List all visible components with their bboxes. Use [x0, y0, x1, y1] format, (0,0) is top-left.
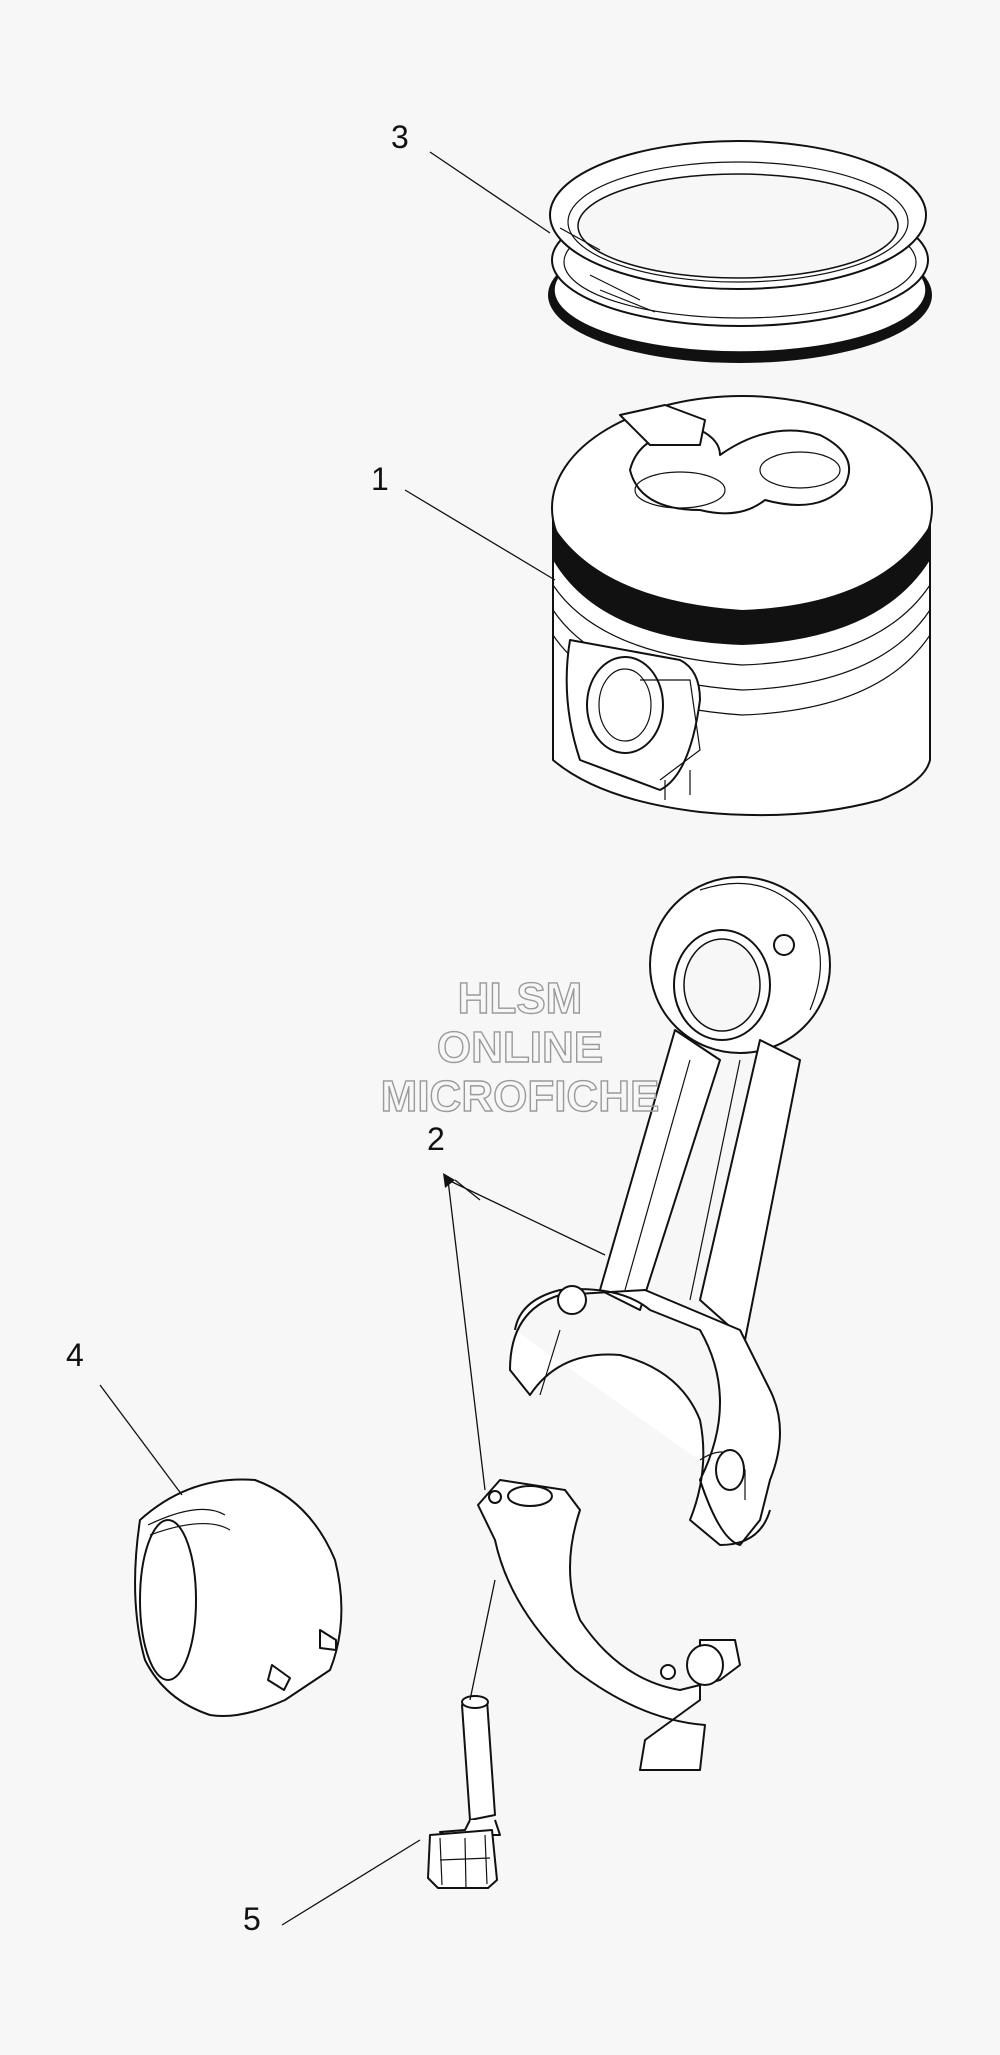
- bearing-shell[interactable]: [134, 1478, 343, 1717]
- piston-ring-set[interactable]: [548, 140, 932, 363]
- callout-3: 3: [391, 119, 409, 155]
- callout-2: 2: [427, 1121, 445, 1157]
- watermark-line-1: HLSM: [458, 974, 583, 1023]
- callout-1: 1: [371, 461, 389, 497]
- piston[interactable]: [551, 395, 933, 817]
- callout-5: 5: [243, 1901, 261, 1937]
- connecting-rod[interactable]: [509, 876, 831, 1546]
- watermark-line-2: ONLINE: [437, 1023, 603, 1072]
- callout-4: 4: [66, 1337, 84, 1373]
- leader-lines: [99, 151, 606, 1926]
- connecting-rod-cap[interactable]: [477, 1479, 741, 1771]
- watermark: HLSM ONLINE MICROFICHE: [380, 973, 660, 1121]
- watermark-line-3: MICROFICHE: [381, 1072, 660, 1121]
- connecting-rod-bolt[interactable]: [427, 1695, 501, 1889]
